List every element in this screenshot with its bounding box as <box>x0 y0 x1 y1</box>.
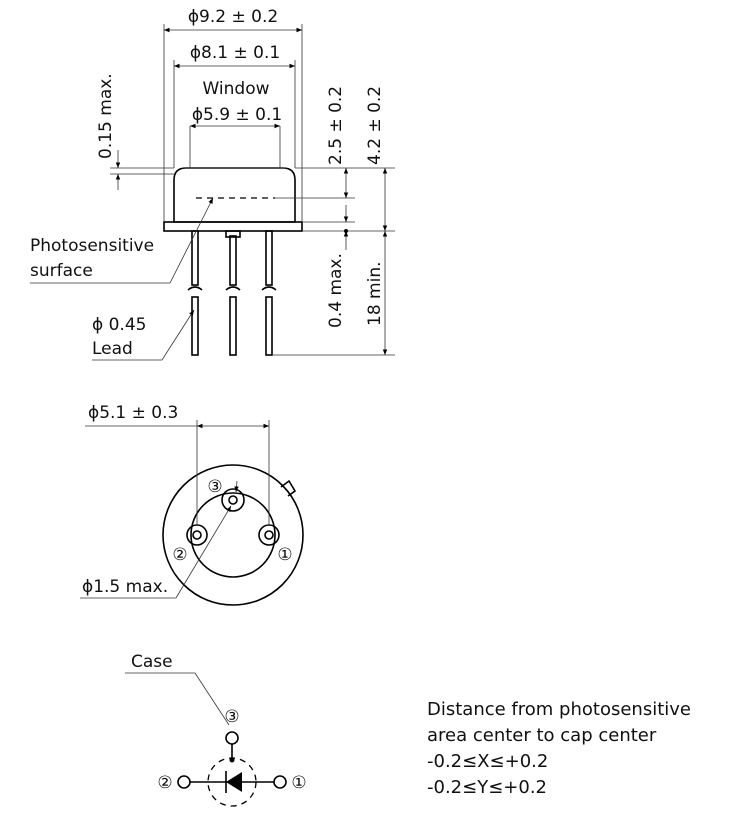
dim-flange-thickness: 0.4 max. <box>326 253 346 328</box>
case-label: Case <box>131 652 173 672</box>
window-label: Window <box>202 79 269 99</box>
dim-cap-height: 4.2 ± 0.2 <box>365 86 385 165</box>
schematic-pin-1-number: ① <box>291 773 306 793</box>
schematic: Case ③ ② ① <box>125 652 307 807</box>
leads <box>187 230 277 356</box>
dim-window-diameter: ϕ5.9 ± 0.1 <box>192 105 282 125</box>
note-line-2: area center to cap center <box>427 725 657 746</box>
dim-cap-diameter: ϕ9.2 ± 0.2 <box>188 7 278 27</box>
schematic-pin-2-number: ② <box>157 773 172 793</box>
bottom-pin-1-number: ① <box>277 545 292 565</box>
note-line-3: -0.2≤X≤+0.2 <box>427 751 548 772</box>
lead-label: Lead <box>92 339 133 359</box>
dim-photosurface-height: 2.5 ± 0.2 <box>326 86 346 165</box>
base-inner <box>190 492 276 578</box>
photosensitive-surface-label-1: Photosensitive <box>30 236 154 256</box>
bottom-view: ③ ② ① ϕ5.1 ± 0.3 ϕ1.5 max. <box>80 403 304 606</box>
dim-window-thickness: 0.15 max. <box>96 73 116 159</box>
distance-note: Distance from photosensitive area center… <box>427 699 691 798</box>
bottom-pin-3-number: ③ <box>207 477 222 497</box>
note-line-4: -0.2≤Y≤+0.2 <box>427 777 547 798</box>
base-outer <box>162 464 304 606</box>
side-view: ϕ9.2 ± 0.2 ϕ8.1 ± 0.1 Window ϕ5.9 ± 0.1 … <box>30 7 395 361</box>
bottom-pin-2-number: ② <box>172 545 187 565</box>
cap-outline <box>173 167 296 223</box>
dim-pin-circle: ϕ5.1 ± 0.3 <box>88 403 178 423</box>
lead-diameter-label: ϕ 0.45 <box>92 315 146 335</box>
dim-lead-length: 18 min. <box>365 262 385 327</box>
photosensitive-surface-label-2: surface <box>30 261 93 281</box>
dim-window-outer: ϕ8.1 ± 0.1 <box>190 43 280 63</box>
note-line-1: Distance from photosensitive <box>427 699 691 720</box>
flange <box>163 221 303 232</box>
schematic-pin-3-number: ③ <box>224 707 239 727</box>
dim-glass-diameter: ϕ1.5 max. <box>82 577 168 597</box>
